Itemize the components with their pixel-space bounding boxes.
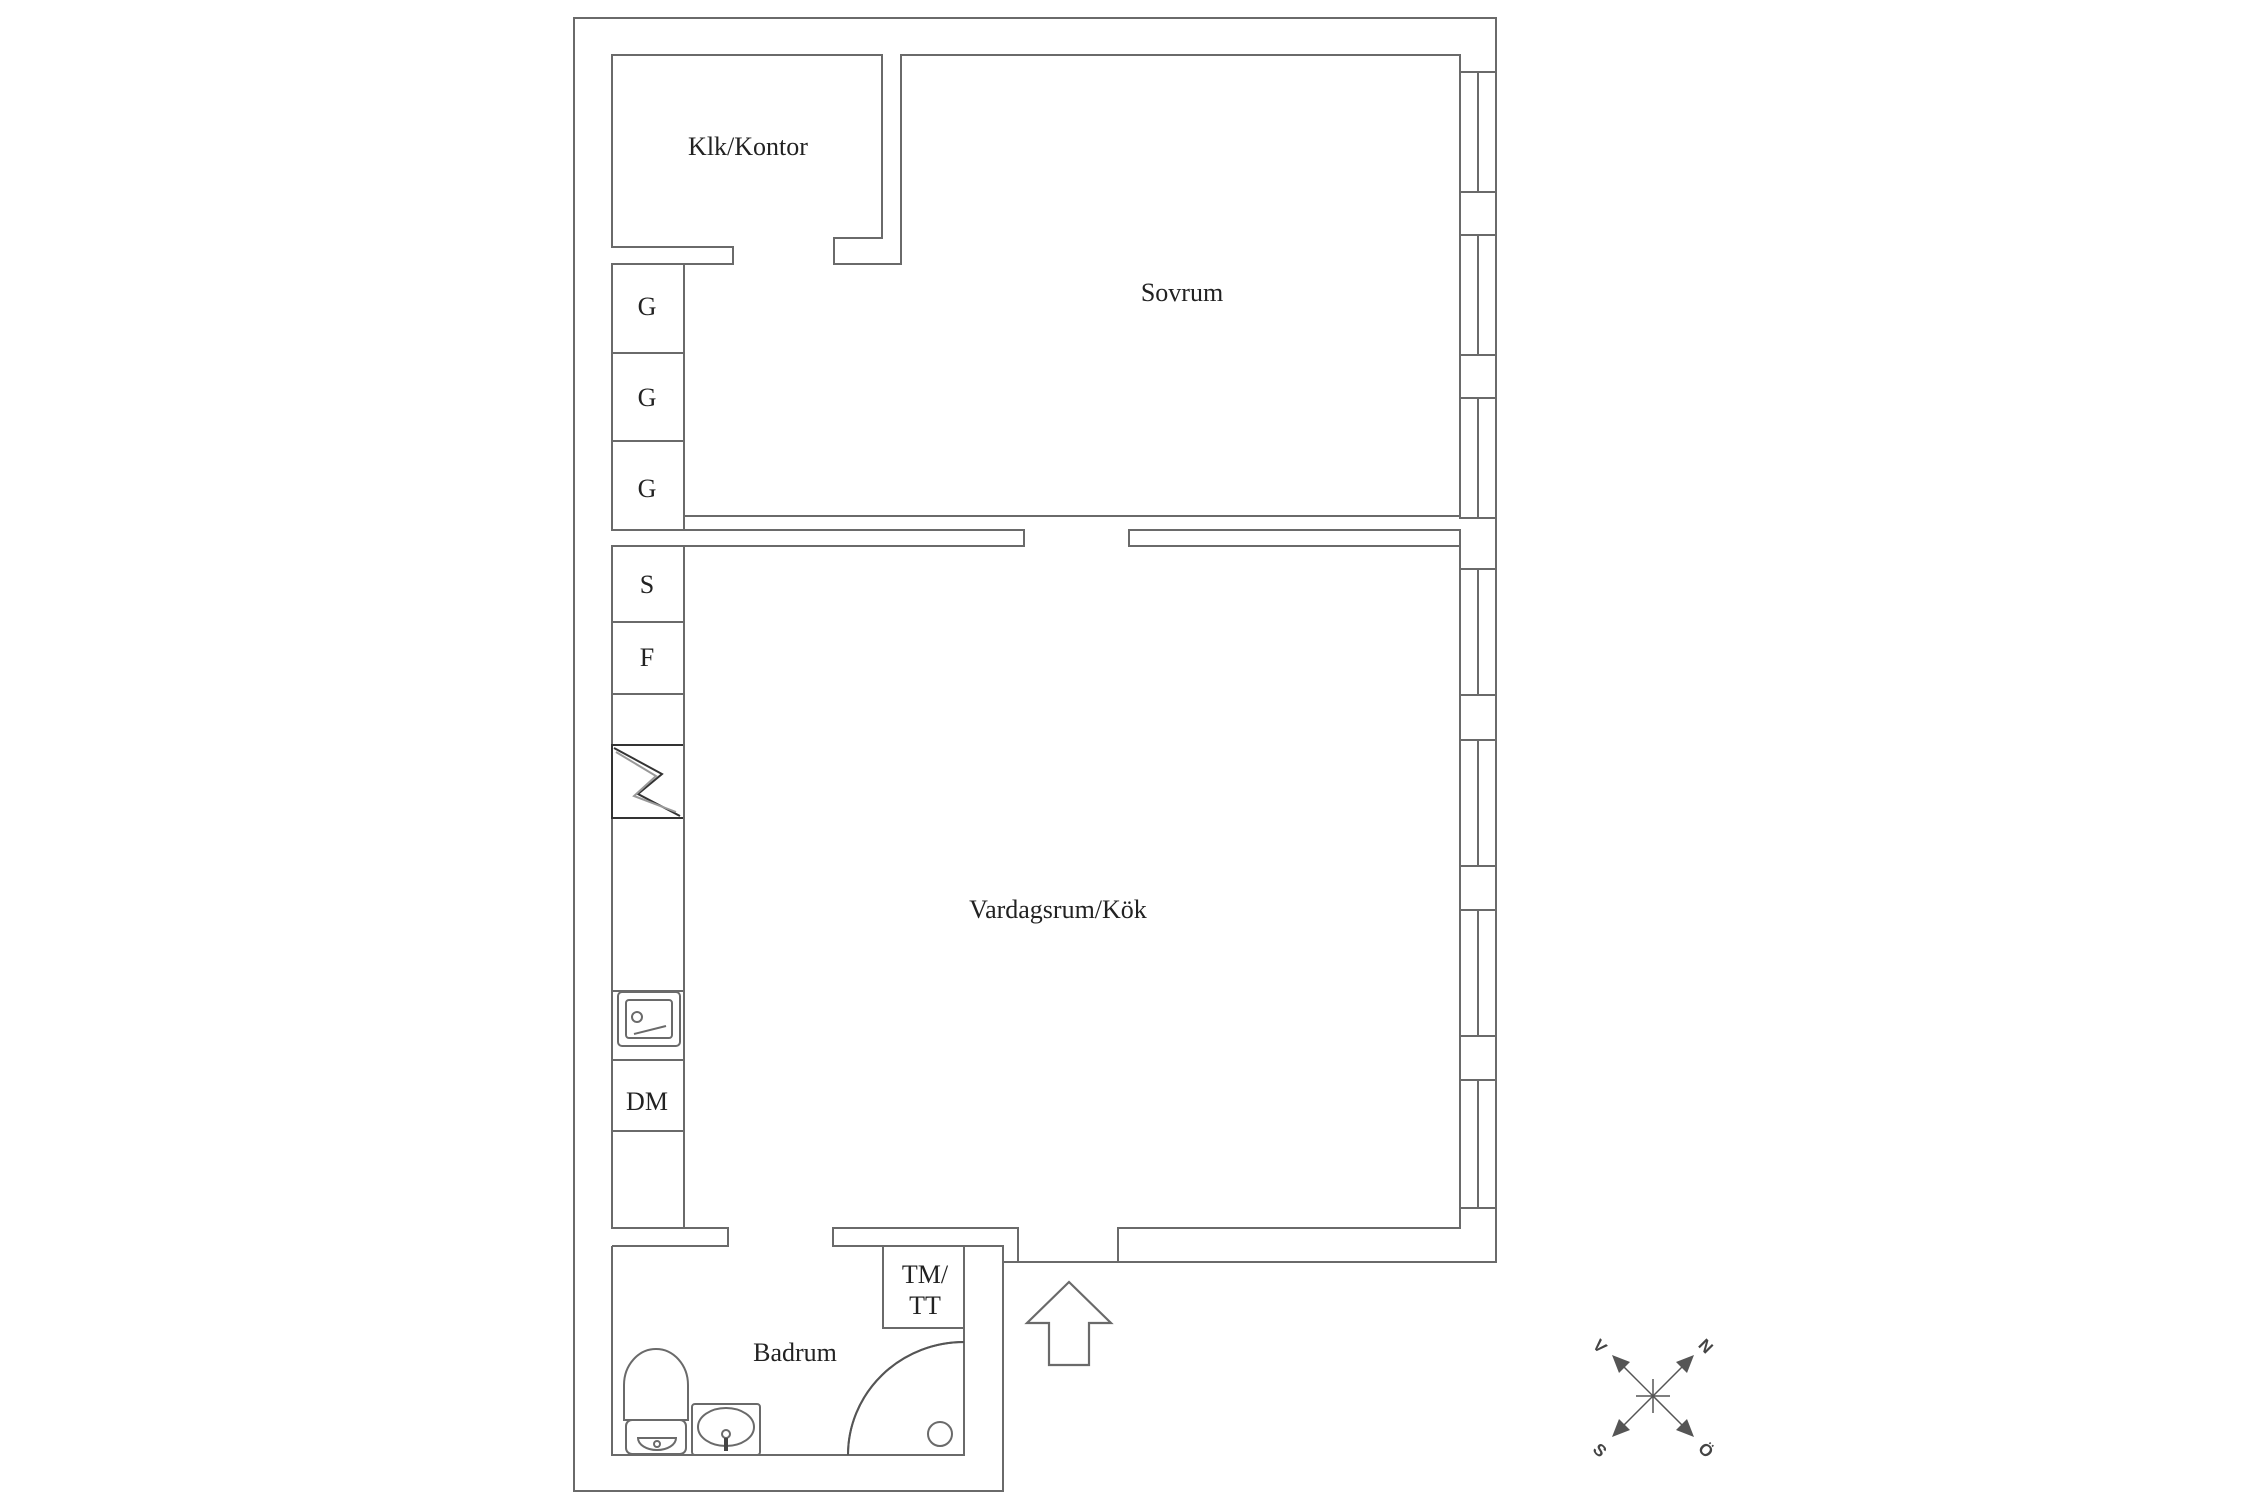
bedroom-label: Sovrum	[1141, 278, 1223, 307]
washer-label-line1: TM/	[902, 1260, 949, 1289]
washer-label-line2: TT	[909, 1291, 941, 1320]
windows	[1459, 71, 1497, 1209]
toilet	[623, 1348, 689, 1421]
compass-arrow-nw	[1612, 1355, 1630, 1373]
compass-north: N	[1695, 1335, 1717, 1357]
bottom-wall-left	[612, 1227, 729, 1247]
compass-arrow-se	[1676, 1419, 1694, 1437]
wardrobe-label-2: G	[638, 383, 657, 412]
bathroom-label: Badrum	[753, 1338, 837, 1367]
living-kitchen-label: Vardagsrum/Kök	[969, 895, 1147, 924]
compass-arrow-sw	[1612, 1419, 1630, 1437]
fridge-label-s: S	[640, 570, 654, 599]
wardrobe-label-3: G	[638, 474, 657, 503]
stove-symbol	[613, 747, 681, 817]
dishwasher-label: DM	[626, 1087, 668, 1116]
office-label: Klk/Kontor	[688, 132, 808, 161]
compass-east: Ö	[1694, 1439, 1717, 1462]
shower	[846, 1341, 965, 1456]
divider-wall-right	[1128, 529, 1461, 547]
divider-wall-left	[684, 529, 1025, 547]
tm-tt-cabinet	[882, 1245, 965, 1329]
compass-arrow-ne	[1676, 1355, 1694, 1373]
freezer-label-f: F	[640, 643, 654, 672]
entrance-arrow	[1024, 1280, 1114, 1367]
kitchen-sink	[617, 991, 681, 1047]
wardrobe-column	[611, 263, 685, 531]
office-walls	[611, 54, 1461, 517]
compass-south: S	[1589, 1440, 1610, 1461]
wardrobe-label-1: G	[638, 292, 657, 321]
outer-wall	[573, 17, 1497, 1492]
bathroom-sink	[691, 1403, 761, 1456]
compass-west: V	[1589, 1336, 1611, 1358]
compass: V N S Ö	[1589, 1335, 1717, 1461]
